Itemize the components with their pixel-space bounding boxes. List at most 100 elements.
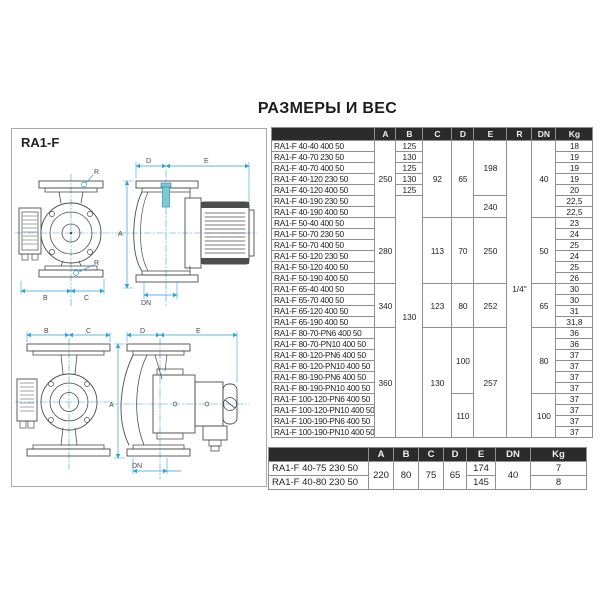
model-cell: RA1-F 50-190 400 50 — [270, 272, 376, 284]
a-cell: 220 — [368, 461, 394, 490]
kg-cell: 24 — [555, 228, 594, 240]
kg-cell: 37 — [555, 393, 594, 405]
dim-label-e2: E — [196, 328, 201, 335]
model-cell: RA1-F 40-190 400 50 — [270, 206, 376, 218]
model-cell: RA1-F 80-70-PN6 400 50 — [270, 327, 376, 339]
dim-label-r-top: R — [94, 169, 99, 176]
model-cell: RA1-F 40-190 230 50 — [270, 195, 376, 207]
col-header-c: C — [422, 127, 453, 141]
col-header-kg: Kg — [555, 127, 594, 141]
col-header-a: A — [368, 447, 394, 462]
model-cell: RA1-F 40-70 230 50 — [270, 151, 376, 163]
col-header-b: B — [393, 447, 419, 462]
dim-label-dn2: DN — [132, 463, 142, 470]
model-cell: RA1-F 65-120 400 50 — [270, 305, 376, 317]
dim-label-r-bottom: R — [94, 260, 99, 267]
model-cell: RA1-F 100-190-PN10 400 50 — [270, 426, 376, 438]
dimensions-weight-table: A B C D E R DN Kg RA1-F 40-40 400 50 250… — [270, 127, 594, 438]
col-header-d: D — [451, 127, 475, 141]
pump-drawing-top: R R B C D E — [15, 158, 258, 307]
table-row: RA1-F 40-40 400 50 250 125 92 65 198 1/4… — [270, 140, 594, 438]
pump-front-view-bottom: B C — [15, 328, 116, 470]
model-cell: RA1-F 80-190-PN10 400 50 — [270, 382, 376, 394]
model-cell: RA1-F 80-70-PN10 400 50 — [270, 338, 376, 350]
e-cell: 257 — [473, 327, 508, 438]
dn-cell: 100 — [531, 393, 557, 438]
model-cell: RA1-F 50-70 230 50 — [270, 228, 376, 240]
table-row: RA1-F 100-190-PN10 400 50 37 — [270, 426, 594, 438]
model-cell: RA1-F 80-120-PN10 400 50 — [270, 360, 376, 372]
dim-label-a2: A — [109, 402, 114, 409]
a-cell: 340 — [374, 283, 397, 328]
model-cell: RA1-F 50-40 400 50 — [270, 217, 376, 229]
kg-cell: 37 — [555, 404, 594, 416]
b-cell: 125 — [395, 162, 424, 174]
model-cell: RA1-F 40-80 230 50 — [268, 475, 369, 490]
model-cell: RA1-F 65-190 400 50 — [270, 316, 376, 328]
e-cell: 145 — [466, 475, 496, 490]
model-column-header — [270, 127, 376, 141]
header-row: A B C D E R DN Kg — [270, 127, 594, 141]
col-header-dn: DN — [495, 447, 531, 462]
dim-label-dn: DN — [141, 300, 151, 307]
kg-cell: 37 — [555, 360, 594, 372]
dim-label-c: C — [84, 295, 89, 302]
c-cell: 75 — [418, 461, 444, 490]
b-cell: 125 — [395, 184, 424, 196]
pump-drawing-bottom: B C — [15, 328, 250, 480]
model-column-header — [268, 447, 369, 462]
d-cell: 65 — [443, 461, 467, 490]
kg-cell: 30 — [555, 294, 594, 306]
model-cell: RA1-F 50-120 230 50 — [270, 250, 376, 262]
pump-side-view-top: D E A — [118, 158, 258, 307]
col-header-r: R — [506, 127, 533, 141]
table-row: RA1-F 65-40 400 50 340 123 80 252 65 30 — [270, 283, 594, 328]
pump-front-view-top: R R B C — [15, 169, 128, 307]
model-cell: RA1-F 40-120 230 50 — [270, 173, 376, 185]
dim-label-b: B — [43, 295, 48, 302]
table-row: RA1-F 40-80 230 50 145 8 — [268, 475, 587, 490]
kg-cell: 37 — [555, 382, 594, 394]
kg-cell: 37 — [555, 415, 594, 427]
model-cell: RA1-F 65-40 400 50 — [270, 283, 376, 295]
kg-cell: 26 — [555, 272, 594, 284]
dim-label-d2: D — [140, 328, 145, 335]
kg-cell: 22,5 — [555, 206, 594, 218]
pump-side-view-bottom: D E A — [109, 328, 250, 480]
model-cell: RA1-F 40-40 400 50 — [270, 140, 376, 152]
kg-cell: 37 — [555, 426, 594, 438]
kg-cell: 30 — [555, 283, 594, 295]
kg-cell: 20 — [555, 184, 594, 196]
a-cell: 360 — [374, 327, 397, 438]
r-cell: 1/4" — [506, 140, 533, 438]
table-row: RA1-F 65-120 400 50 31 — [270, 305, 594, 317]
b-cell: 80 — [393, 461, 419, 490]
drawing-panel: RA1-F — [11, 128, 267, 487]
dim-label-c2: C — [86, 328, 91, 335]
d-cell: 80 — [451, 283, 475, 328]
kg-cell: 31 — [555, 305, 594, 317]
table-row: RA1-F 50-40 400 50 280 113 70 250 50 23 — [270, 217, 594, 284]
dim-label-a: A — [118, 231, 123, 238]
d-cell: 100 — [451, 327, 475, 394]
col-header-e: E — [473, 127, 508, 141]
header-row: A B C D E DN Kg — [268, 447, 587, 462]
col-header-dn: DN — [531, 127, 557, 141]
kg-cell: 19 — [555, 162, 594, 174]
kg-cell: 25 — [555, 239, 594, 251]
model-cell: RA1-F 40-75 230 50 — [268, 461, 369, 476]
dn-cell: 40 — [531, 140, 557, 218]
c-cell: 123 — [422, 283, 453, 328]
d-cell: 65 — [451, 140, 475, 218]
d-cell: 110 — [451, 393, 475, 438]
kg-cell: 31,8 — [555, 316, 594, 328]
e-cell: 250 — [473, 217, 508, 284]
model-cell: RA1-F 100-120-PN6 400 50 — [270, 393, 376, 405]
